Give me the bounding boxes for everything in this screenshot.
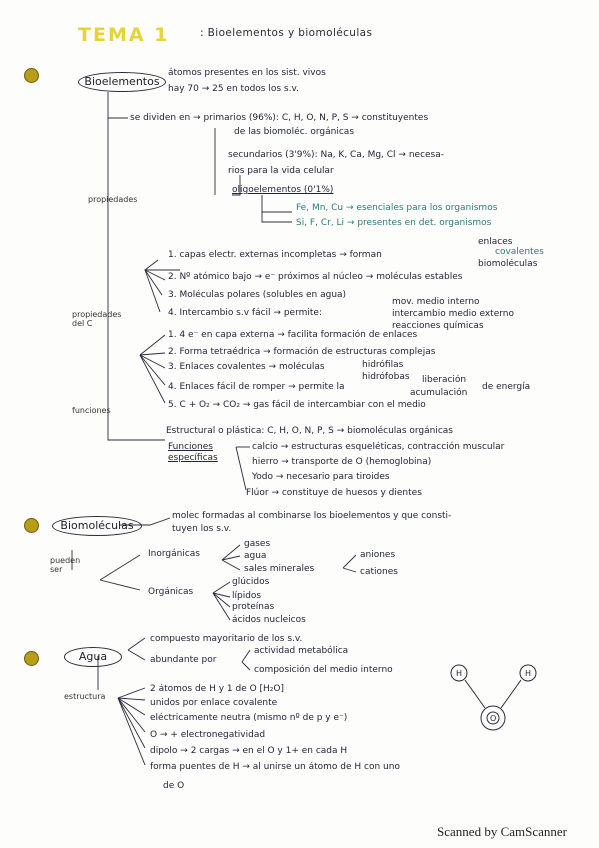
s1-line-2: hay 70 → 25 en todos los s.v. — [168, 84, 299, 94]
s1-line-1: átomos presentes en los sist. vivos — [168, 68, 326, 78]
side-label-estructura: estructura — [64, 692, 106, 701]
func-2-d: Flúor → constituye de huesos y dientes — [246, 488, 422, 498]
carbon-3: 3. Enlaces covalentes → moléculas — [168, 362, 325, 372]
s1-line-5: secundarios (3'9%): Na, K, Ca, Mg, Cl → … — [228, 150, 444, 160]
func-2-a: calcio → estructuras esqueléticas, contr… — [252, 442, 505, 452]
s3-line-1: compuesto mayoritario de los s.v. — [150, 634, 303, 644]
s3-line-2: abundante por — [150, 655, 217, 665]
estructura-3: eléctricamente neutra (mismo nº de p y e… — [150, 713, 348, 723]
bullet-dot-3 — [24, 651, 39, 666]
estructura-2: unidos por enlace covalente — [150, 698, 278, 708]
page-subtitle: : Bioelementos y biomoléculas — [200, 27, 373, 39]
inorganicas-gases: gases — [244, 539, 271, 549]
carbon-5: 5. C + O₂ → CO₂ → gas fácil de intercamb… — [168, 400, 426, 410]
inorganicas-sales: sales minerales — [244, 564, 315, 574]
prop-1-b: covalentes — [495, 247, 544, 257]
prop-4: 4. Intercambio s.v fácil → permite: — [168, 308, 322, 318]
prop-1-c: biomoléculas — [478, 259, 538, 269]
prop-4-b: intercambio medio externo — [392, 309, 514, 319]
organicas-lipidos: lípidos — [232, 591, 262, 601]
organicas-glucidos: glúcidos — [232, 577, 270, 587]
organicas-label: Orgánicas — [148, 587, 194, 597]
carbon-4-b: acumulación — [410, 388, 468, 398]
organicas-acidos: ácidos nucleicos — [232, 615, 306, 625]
s1-line-9: Si, F, Cr, Li → presentes en det. organi… — [296, 218, 492, 228]
carbon-3-b: hidrófobas — [362, 372, 410, 382]
estructura-7: de O — [163, 781, 185, 791]
func-2-c: Yodo → necesario para tiroides — [252, 472, 390, 482]
side-label-pueden-ser: pueden ser — [50, 556, 81, 574]
bioelementos-heading: Bioelementos — [78, 72, 166, 92]
s3-line-2-b: composición del medio interno — [254, 665, 393, 675]
carbon-3-a: hidrófilas — [362, 360, 404, 370]
func-2: Funciones específicas — [168, 442, 218, 463]
carbon-4-c: de energía — [482, 382, 531, 392]
page-title: TEMA 1 — [78, 24, 170, 46]
side-label-propiedades: propiedades — [88, 195, 138, 204]
s2-line-2: tuyen los s.v. — [172, 524, 232, 534]
s1-line-6: rios para la vida celular — [228, 166, 334, 176]
carbon-1: 1. 4 e⁻ en capa externa → facilita forma… — [168, 330, 418, 340]
s1-line-7: oligoelementos (0'1%) — [232, 185, 334, 195]
bullet-dot-2 — [24, 518, 39, 533]
prop-3: 3. Moléculas polares (solubles en agua) — [168, 290, 347, 300]
water-atom-o: O — [490, 714, 497, 723]
prop-4-c: reacciones químicas — [392, 321, 484, 331]
estructura-5: dipolo → 2 cargas → en el O y 1+ en cada… — [150, 746, 348, 756]
bullet-dot-1 — [24, 68, 39, 83]
watermark: Scanned by CamScanner — [437, 824, 567, 839]
side-label-propiedades-c: propiedades del C — [72, 310, 122, 328]
s1-line-4: de las biomoléc. orgánicas — [234, 127, 355, 137]
s3-line-2-a: actividad metabólica — [254, 646, 349, 656]
organicas-proteinas: proteínas — [232, 602, 275, 612]
water-atom-h-left: H — [456, 669, 463, 678]
carbon-2: 2. Forma tetraédrica → formación de estr… — [168, 347, 436, 357]
func-1: Estructural o plástica: C, H, O, N, P, S… — [166, 426, 453, 436]
prop-2: 2. Nº atómico bajo → e⁻ próximos al núcl… — [168, 272, 463, 282]
func-2-b: hierro → transporte de O (hemoglobina) — [252, 457, 432, 467]
prop-1: 1. capas electr. externas incompletas → … — [168, 250, 382, 260]
estructura-1: 2 átomos de H y 1 de O [H₂O] — [150, 684, 285, 694]
biomoleculas-heading: Biomoléculas — [52, 516, 142, 536]
s2-line-1: molec formadas al combinarse los bioelem… — [172, 511, 452, 521]
inorganicas-agua: agua — [244, 551, 267, 561]
aniones: aniones — [360, 550, 396, 560]
s1-line-3: se dividen en → primarios (96%): C, H, O… — [130, 113, 429, 123]
side-label-funciones: funciones — [72, 406, 111, 415]
prop-1-a: enlaces — [478, 237, 513, 247]
agua-heading: Agua — [64, 647, 122, 667]
estructura-6: forma puentes de H → al unirse un átomo … — [150, 762, 400, 772]
cationes: cationes — [360, 567, 398, 577]
estructura-4: O → + electronegatividad — [150, 730, 266, 740]
inorganicas-label: Inorgánicas — [148, 549, 200, 559]
water-atom-h-right: H — [525, 669, 532, 678]
s1-line-8: Fe, Mn, Cu → esenciales para los organis… — [296, 203, 498, 213]
carbon-4-a: liberación — [422, 375, 467, 385]
carbon-4: 4. Enlaces fácil de romper → permite la — [168, 382, 345, 392]
prop-4-a: mov. medio interno — [392, 297, 480, 307]
